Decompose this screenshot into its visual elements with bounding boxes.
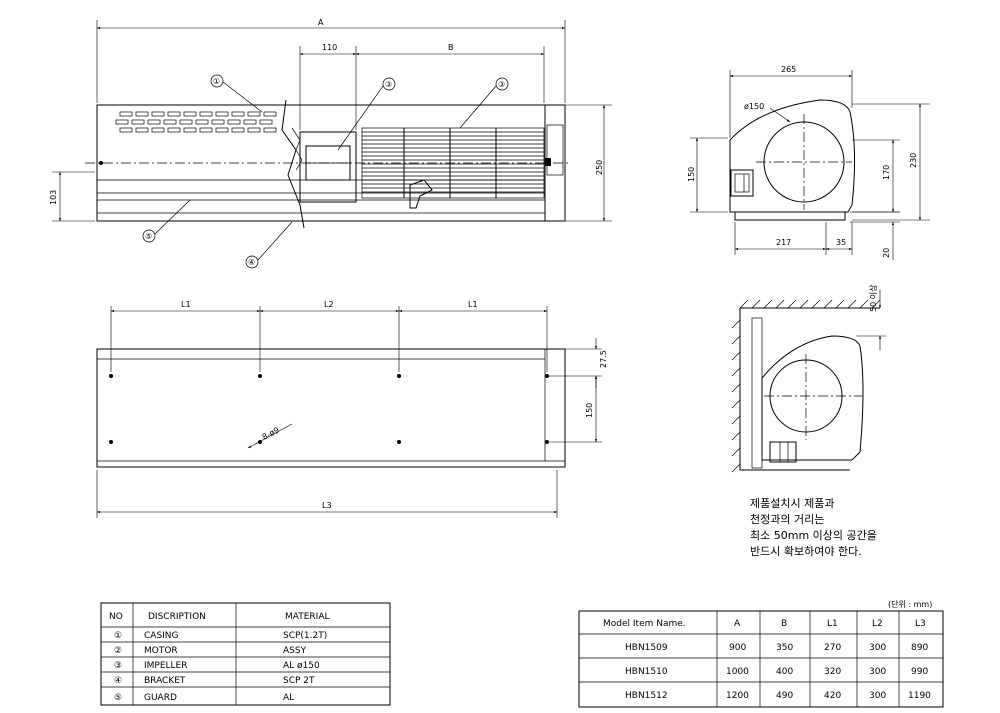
model-row3-A: 1200: [726, 691, 749, 701]
model-row3-L2: 300: [869, 691, 886, 701]
model-row2-name: HBN1510: [625, 667, 668, 677]
callout-impeller-left: ③: [385, 80, 392, 89]
front-callouts: ① ③ ③ ⑤ ④: [142, 74, 509, 269]
dim-B: B: [448, 43, 454, 52]
model-row3-L3: 1190: [908, 691, 931, 701]
install-note-line-1: 제품설치시 제품과: [750, 497, 834, 510]
front-dimensions: A 110 B 250 103: [49, 18, 612, 222]
model-header-name: Model Item Name.: [603, 619, 686, 629]
model-row3-B: 490: [776, 691, 793, 701]
side-dimensions: 265 ø150 150 170 230 217 35 20: [687, 65, 930, 260]
callout-impeller-right: ③: [498, 80, 505, 89]
model-row2-B: 400: [776, 667, 793, 677]
model-row1-A: 900: [729, 643, 746, 653]
parts-row3-desc: IMPELLER: [144, 661, 188, 671]
parts-header-description: DISCRIPTION: [148, 612, 206, 622]
dim-L1-right: L1: [468, 300, 478, 309]
dim-35: 35: [836, 238, 846, 247]
parts-row4-material: SCP 2T: [283, 676, 315, 686]
side-view: [729, 99, 856, 221]
model-row3-name: HBN1512: [625, 691, 668, 701]
model-row1-L3: 890: [911, 643, 928, 653]
model-row2-L2: 300: [869, 667, 886, 677]
model-row1-L1: 270: [824, 643, 841, 653]
install-view: 50 이상: [731, 284, 886, 473]
parts-table: NO DISCRIPTION MATERIAL ① CASING SCP(1.2…: [100, 602, 391, 706]
dim-103: 103: [49, 190, 58, 205]
dim-L3: L3: [322, 501, 332, 510]
model-row2-L1: 320: [824, 667, 841, 677]
install-note-line-4: 반드시 확보하여야 한다.: [750, 544, 862, 558]
parts-row2-desc: MOTOR: [144, 646, 178, 656]
dim-250: 250: [595, 160, 604, 175]
dim-217: 217: [776, 238, 791, 247]
dim-phi150: ø150: [744, 102, 764, 111]
dim-L2: L2: [324, 300, 334, 309]
casing-slots: [115, 111, 277, 133]
bottom-dimensions: L1 L2 L1 27.5 150 8-ø9 L3: [96, 300, 608, 518]
dim-110: 110: [322, 43, 337, 52]
model-row1-B: 350: [776, 643, 793, 653]
model-header-A: A: [734, 619, 741, 629]
dim-A: A: [318, 18, 324, 27]
parts-row3-material: AL ø150: [283, 661, 320, 671]
mount-holes: [109, 374, 549, 444]
parts-row5-material: AL: [283, 693, 294, 703]
dim-bottom-150: 150: [585, 403, 594, 418]
model-row2-A: 1000: [726, 667, 749, 677]
model-row3-L1: 420: [824, 691, 841, 701]
dim-265: 265: [781, 65, 796, 74]
install-note: 제품설치시 제품과 천정과의 거리는 최소 50mm 이상의 공간을 반드시 확…: [750, 497, 877, 558]
model-header-B: B: [781, 619, 787, 629]
model-header-L1: L1: [827, 619, 838, 629]
install-note-line-2: 천정과의 거리는: [750, 512, 824, 526]
bottom-view: [96, 348, 566, 468]
parts-row5-desc: GUARD: [144, 693, 177, 703]
parts-row1-no: ①: [114, 631, 122, 641]
model-header-L3: L3: [915, 619, 926, 629]
dim-230: 230: [909, 153, 918, 168]
parts-header-material: MATERIAL: [285, 612, 330, 622]
dim-27-5: 27.5: [599, 350, 608, 368]
unit-label: (단위 : mm): [888, 599, 932, 609]
parts-row4-no: ④: [114, 676, 122, 686]
model-row2-L3: 990: [911, 667, 928, 677]
parts-header-no: NO: [109, 612, 123, 622]
parts-row1-material: SCP(1.2T): [283, 631, 327, 641]
parts-row2-no: ②: [114, 646, 122, 656]
dim-side-150: 150: [687, 167, 696, 182]
parts-row2-material: ASSY: [283, 646, 307, 656]
front-view: [85, 99, 570, 229]
dim-20: 20: [882, 248, 891, 258]
install-note-line-3: 최소 50mm 이상의 공간을: [750, 529, 877, 542]
dim-170: 170: [882, 165, 891, 180]
callout-casing: ①: [213, 77, 220, 86]
model-table: (단위 : mm) Model Item Name. A B L1 L2 L3 …: [578, 599, 944, 708]
dim-L1-left: L1: [181, 300, 191, 309]
parts-row4-desc: BRACKET: [144, 676, 186, 686]
dim-install-50: 50 이상: [868, 284, 878, 312]
parts-row1-desc: CASING: [144, 631, 179, 641]
model-row1-L2: 300: [869, 643, 886, 653]
dim-holes: 8-ø9: [261, 425, 281, 441]
model-row1-name: HBN1509: [625, 643, 668, 653]
model-header-L2: L2: [872, 619, 883, 629]
parts-row3-no: ③: [114, 661, 122, 671]
callout-bracket: ④: [248, 258, 255, 267]
callout-guard: ⑤: [145, 232, 152, 241]
parts-row5-no: ⑤: [114, 693, 122, 703]
